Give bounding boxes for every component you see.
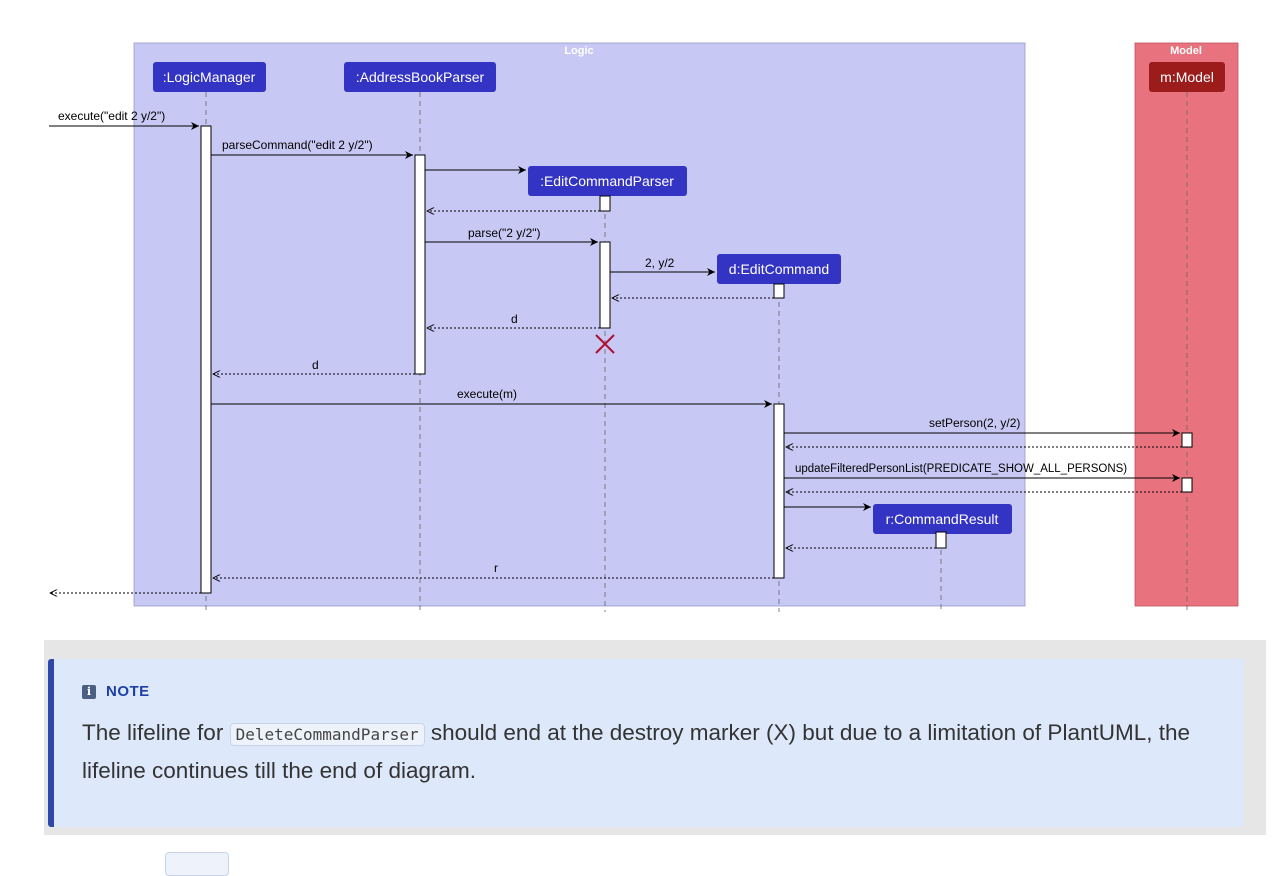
- note-title: NOTE: [106, 683, 150, 700]
- msg-execute-m-label: execute(m): [457, 387, 517, 401]
- participant-address-book-parser-label: :AddressBookParser: [356, 69, 485, 85]
- note-admonition: i NOTE The lifeline for DeleteCommandPar…: [48, 659, 1244, 827]
- model-box: [1134, 42, 1239, 607]
- note-header: i NOTE: [82, 683, 150, 700]
- participant-logic-manager-label: :LogicManager: [163, 69, 256, 85]
- activation-command-result: [935, 531, 947, 549]
- msg-return-d-abp-label: d: [312, 358, 319, 372]
- activation-edit-command-2: [773, 403, 785, 579]
- msg-return-d-parser-label: d: [511, 312, 518, 326]
- participant-edit-command-parser: [528, 166, 687, 196]
- activation-address-book-parser: [414, 154, 426, 375]
- note-code: DeleteCommandParser: [229, 723, 425, 746]
- note-text-before: The lifeline for: [82, 720, 230, 745]
- participant-address-book-parser: [344, 62, 496, 92]
- participant-edit-command: [717, 254, 841, 284]
- participant-edit-command-label: d:EditCommand: [729, 261, 829, 277]
- activation-edit-command-1: [773, 283, 785, 299]
- msg-execute-edit-label: execute("edit 2 y/2"): [58, 109, 165, 123]
- participant-model-label: m:Model: [1160, 69, 1214, 85]
- participant-model: [1149, 62, 1225, 92]
- participant-logic-manager: [153, 62, 266, 92]
- cut-off-inline-code: [165, 852, 229, 876]
- activation-edit-command-parser-1: [599, 195, 611, 212]
- activation-model-2: [1181, 477, 1193, 493]
- activations: [200, 125, 1193, 594]
- model-box-title: Model: [1170, 45, 1202, 57]
- sequence-diagram: Logic Model :LogicManager :AddressBookPa…: [49, 42, 1239, 612]
- msg-return-r-label: r: [494, 561, 498, 575]
- participant-command-result-label: r:CommandResult: [886, 511, 999, 527]
- note-text-after: should end at the destroy marker (X) but…: [82, 720, 1191, 783]
- msg-set-person-label: setPerson(2, y/2): [929, 416, 1020, 430]
- destroy-marker: [595, 334, 615, 354]
- msg-create-edit-command-label: 2, y/2: [645, 256, 675, 270]
- note-container: i NOTE The lifeline for DeleteCommandPar…: [44, 640, 1266, 835]
- note-body: The lifeline for DeleteCommandParser sho…: [82, 715, 1212, 789]
- activation-edit-command-parser-2: [599, 241, 611, 329]
- logic-box-title: Logic: [564, 45, 593, 57]
- activation-logic-manager: [200, 125, 212, 594]
- info-icon: i: [82, 684, 96, 699]
- msg-parse-command-label: parseCommand("edit 2 y/2"): [222, 138, 373, 152]
- msg-parse-label: parse("2 y/2"): [468, 226, 541, 240]
- participant-command-result: [873, 504, 1012, 534]
- msg-update-filtered-label: updateFilteredPersonList(PREDICATE_SHOW_…: [795, 463, 1127, 475]
- participant-edit-command-parser-label: :EditCommandParser: [540, 173, 674, 189]
- activation-model-1: [1181, 432, 1193, 448]
